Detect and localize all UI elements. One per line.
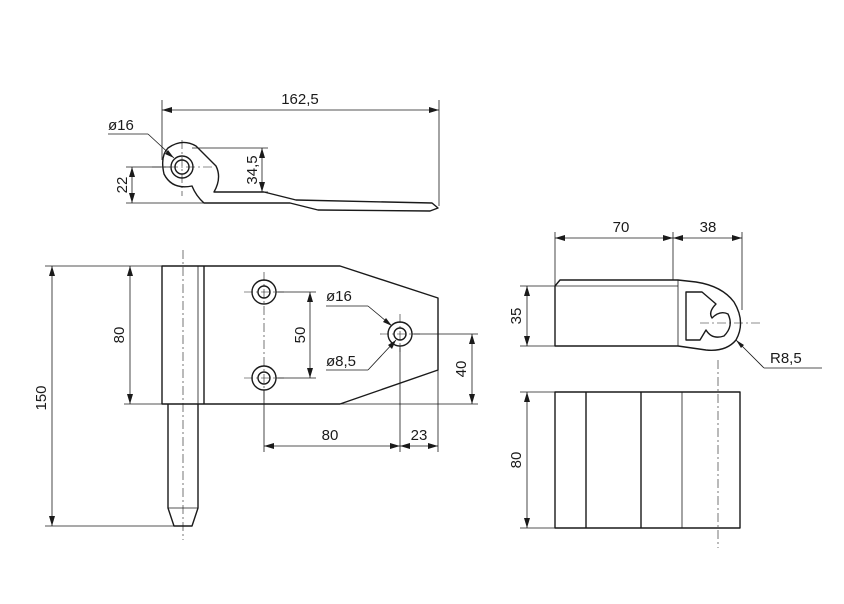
dim-front-hole-8: ø8,5	[326, 353, 356, 370]
top-view-outline	[161, 141, 439, 212]
dim-side-radius: R8,5	[770, 350, 802, 367]
dim-front-offset-40: 40	[453, 361, 470, 378]
dim-side-height-35: 35	[508, 308, 525, 325]
bottom-view: 80	[508, 360, 741, 548]
dim-front-width-23: 23	[411, 427, 428, 444]
bottom-view-outline	[554, 391, 741, 529]
top-view: 162,5 ø16 34,5 22	[108, 91, 440, 212]
dim-front-width-80: 80	[322, 427, 339, 444]
dim-front-leaf-height: 80	[111, 327, 128, 344]
side-view-outline	[554, 279, 742, 351]
dim-front-total-height: 150	[33, 385, 50, 410]
dim-top-length: 162,5	[281, 91, 319, 108]
dim-top-base-height: 22	[114, 177, 131, 194]
side-view: 70 38 35 R8,5	[508, 219, 822, 369]
dim-top-hole: ø16	[108, 117, 134, 134]
side-profile-inner	[685, 291, 731, 341]
dim-bottom-height-80: 80	[508, 452, 525, 469]
dim-top-pin-height: 34,5	[244, 155, 261, 184]
dim-side-len-70: 70	[613, 219, 630, 236]
dim-front-hole-spacing: 50	[292, 327, 309, 344]
dim-side-len-38: 38	[700, 219, 717, 236]
dim-front-hole-16: ø16	[326, 288, 352, 305]
front-view: 150 80 50 ø16 ø8,5 40	[33, 250, 478, 540]
